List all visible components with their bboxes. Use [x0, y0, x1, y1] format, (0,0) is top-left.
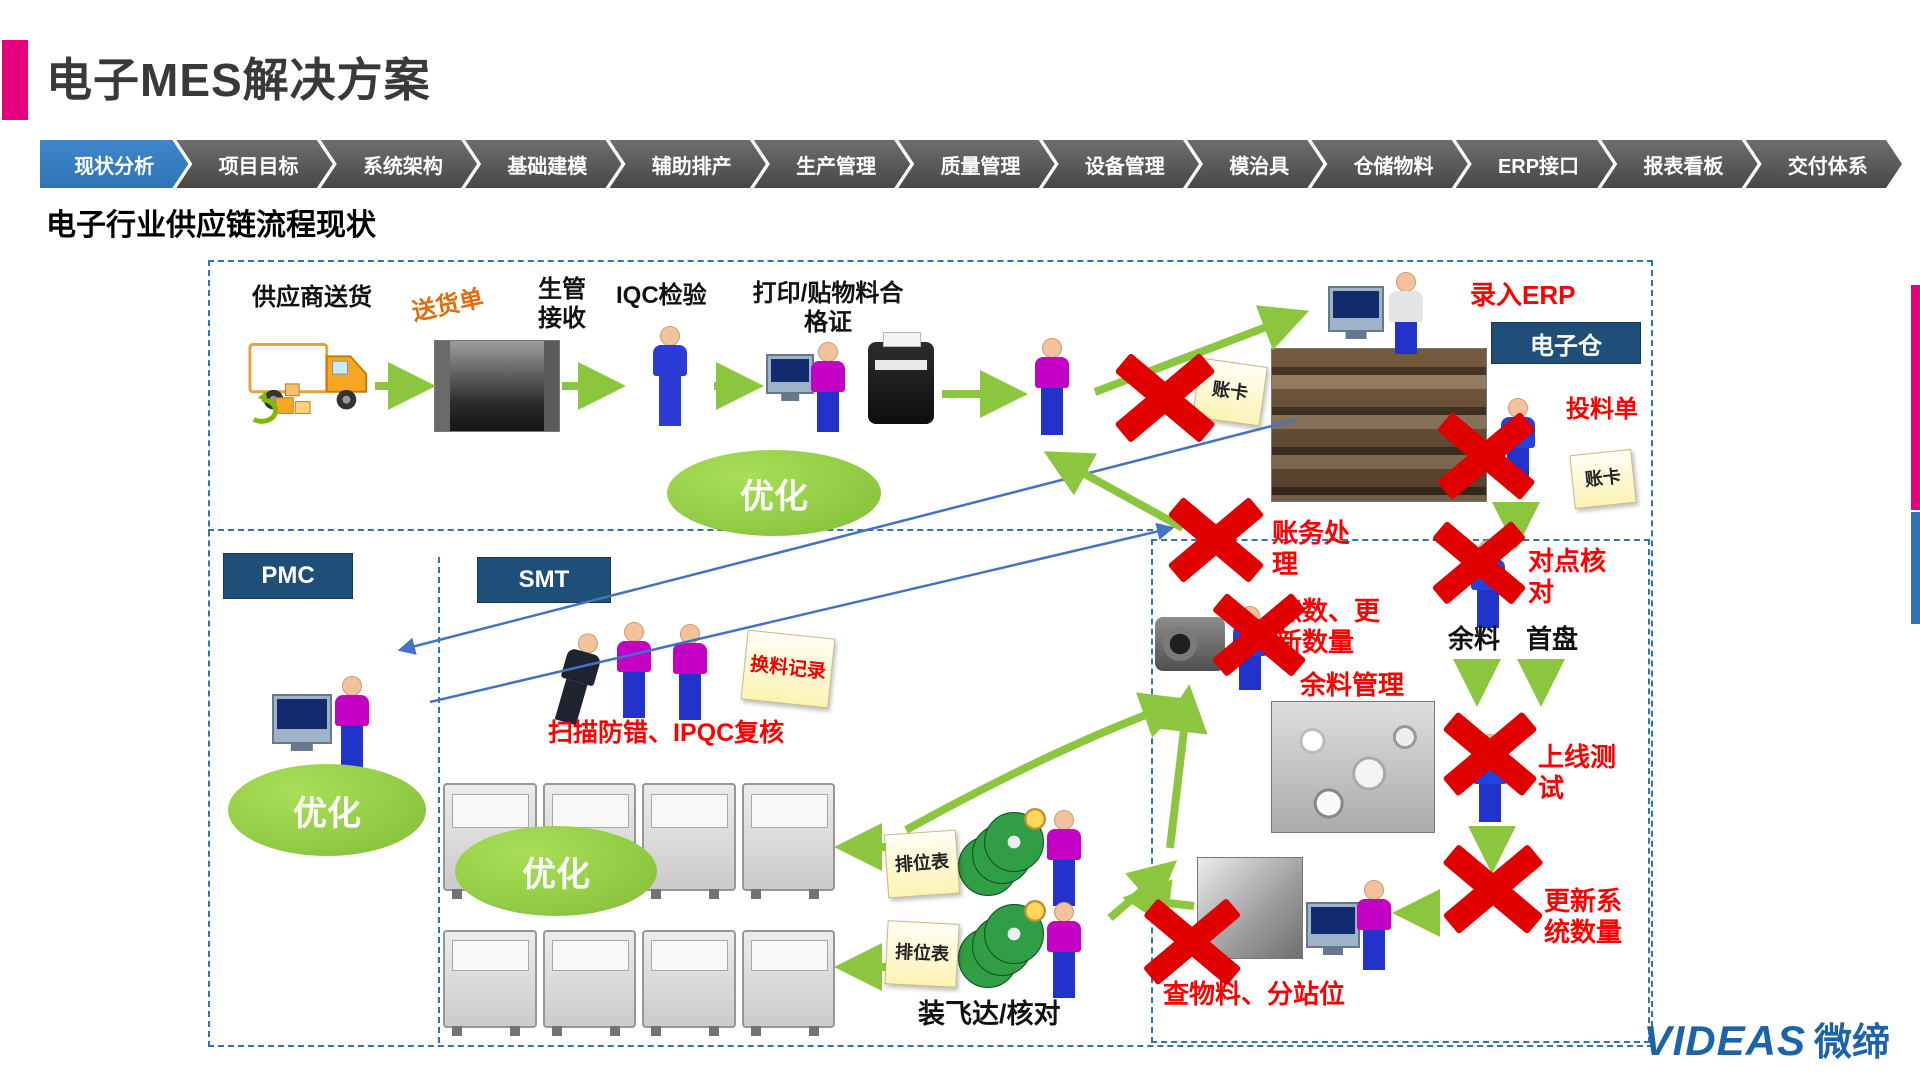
- smt-section-box: SMT: [477, 557, 611, 603]
- station-monitor-icon: [1306, 902, 1360, 948]
- accent-bar: [2, 40, 28, 120]
- tab-report-dashboard[interactable]: 报表看板: [1601, 140, 1757, 188]
- manual-step-x-4: [1215, 596, 1303, 674]
- online-test-label: 上线测 试: [1538, 742, 1617, 804]
- tab-project-goals[interactable]: 项目目标: [176, 140, 332, 188]
- smt-worker-icon-2: [612, 622, 656, 718]
- process-nav: 现状分析 项目目标 系统架构 基础建模 辅助排产 生产管理 质量管理 设备管理 …: [40, 140, 1902, 188]
- account-handling-label: 账务处 理: [1272, 518, 1351, 580]
- smt-machine: [443, 930, 537, 1036]
- feed-ticket-label: 投料单: [1566, 396, 1638, 423]
- flow-outer-border: [208, 260, 1653, 1047]
- tab-system-architecture[interactable]: 系统架构: [321, 140, 477, 188]
- tab-equipment-mgmt[interactable]: 设备管理: [1043, 140, 1199, 188]
- manual-step-x-7: [1446, 848, 1540, 930]
- erp-entry-label: 录入ERP: [1470, 280, 1576, 310]
- pmc-section-box: PMC: [223, 553, 353, 599]
- tab-status-analysis[interactable]: 现状分析: [40, 140, 188, 188]
- manual-step-x-3: [1171, 500, 1261, 580]
- videas-logo: VIDEAS 微缔: [1644, 1011, 1890, 1066]
- smt-worker-icon-3: [668, 624, 712, 720]
- logo-chinese: 微缔: [1813, 1022, 1890, 1064]
- material-handler-icon: [1030, 338, 1074, 435]
- tab-erp-interface[interactable]: ERP接口: [1456, 140, 1614, 188]
- change-record-note: 换料记录: [740, 629, 836, 709]
- iqc-inspector-icon: [648, 326, 692, 426]
- flow-vert-divider: [438, 557, 440, 1043]
- feeder-check-label: 装飞达/核对: [918, 999, 1061, 1029]
- supplier-delivery-label: 供应商送货: [252, 284, 372, 311]
- manual-step-x-8: [1146, 903, 1238, 981]
- smt-machine: [542, 930, 636, 1036]
- station-operator-icon: [1352, 880, 1396, 970]
- e-warehouse-box: 电子仓: [1491, 322, 1641, 364]
- optimize-badge-3: 优化: [455, 826, 657, 916]
- smt-machine: [642, 783, 736, 899]
- print-cert-label: 打印/贴物料合 格证: [752, 280, 904, 336]
- smt-line-2: [443, 930, 835, 1036]
- pmc-monitor-icon: [272, 694, 332, 744]
- first-reel-label: 首盘: [1526, 624, 1579, 654]
- feeder-reels-icon-2: [958, 900, 1046, 992]
- update-system-label: 更新系 统数量: [1544, 886, 1623, 948]
- print-operator-icon: [806, 342, 850, 432]
- tab-basic-modeling[interactable]: 基础建模: [465, 140, 621, 188]
- receiving-warehouse-photo: [434, 340, 560, 432]
- ledger-card-note-2: 账卡: [1569, 448, 1637, 510]
- tab-quality-mgmt[interactable]: 质量管理: [898, 140, 1054, 188]
- optimize-badge-1: 优化: [667, 450, 881, 536]
- feeder-operator-icon-1: [1042, 810, 1086, 906]
- surplus-label: 余料: [1448, 624, 1501, 654]
- iqc-label: IQC检验: [616, 282, 707, 309]
- receiving-label: 生管 接收: [538, 276, 586, 332]
- feeder-reels-icon-1: [958, 808, 1046, 900]
- tab-molds-fixtures[interactable]: 模治具: [1187, 140, 1323, 188]
- seat-table-note-1: 排位表: [883, 829, 961, 899]
- feeder-operator-icon-2: [1042, 902, 1086, 998]
- surplus-warehouse-photo: [1271, 701, 1435, 833]
- manual-step-x-5: [1435, 524, 1523, 602]
- manual-step-x-6: [1446, 714, 1534, 794]
- scan-check-label: 扫描防错、IPQC复核: [548, 719, 785, 747]
- erp-entry-monitor-icon: [1328, 286, 1384, 332]
- surplus-mgmt-label: 余料管理: [1300, 670, 1405, 700]
- manual-step-x-2: [1440, 416, 1532, 496]
- optimize-badge-2: 优化: [228, 764, 426, 856]
- pmc-planner-icon: [330, 676, 374, 768]
- flow-top-divider: [208, 529, 1153, 531]
- manual-step-x-1: [1118, 356, 1212, 440]
- page-title: 电子MES解决方案: [46, 54, 431, 106]
- tab-warehouse-materials[interactable]: 仓储物料: [1311, 140, 1467, 188]
- smt-machine: [642, 930, 736, 1036]
- edge-strip-blue: [1911, 512, 1920, 624]
- query-material-label: 查物料、分站位: [1163, 979, 1346, 1009]
- truck-icon: [248, 343, 368, 424]
- edge-strip-magenta: [1911, 285, 1920, 510]
- smt-machine: [741, 930, 835, 1036]
- smt-machine: [741, 783, 835, 899]
- point-check-label: 对点核 对: [1528, 546, 1607, 608]
- erp-clerk-icon: [1384, 272, 1428, 354]
- label-printer-icon: [868, 332, 934, 424]
- tab-delivery-system[interactable]: 交付体系: [1746, 140, 1902, 188]
- logo-wordmark: VIDEAS: [1643, 1017, 1806, 1064]
- section-title: 电子行业供应链流程现状: [46, 209, 376, 242]
- seat-table-note-2: 排位表: [884, 920, 960, 988]
- tab-production-mgmt[interactable]: 生产管理: [754, 140, 910, 188]
- tab-aux-scheduling[interactable]: 辅助排产: [610, 140, 766, 188]
